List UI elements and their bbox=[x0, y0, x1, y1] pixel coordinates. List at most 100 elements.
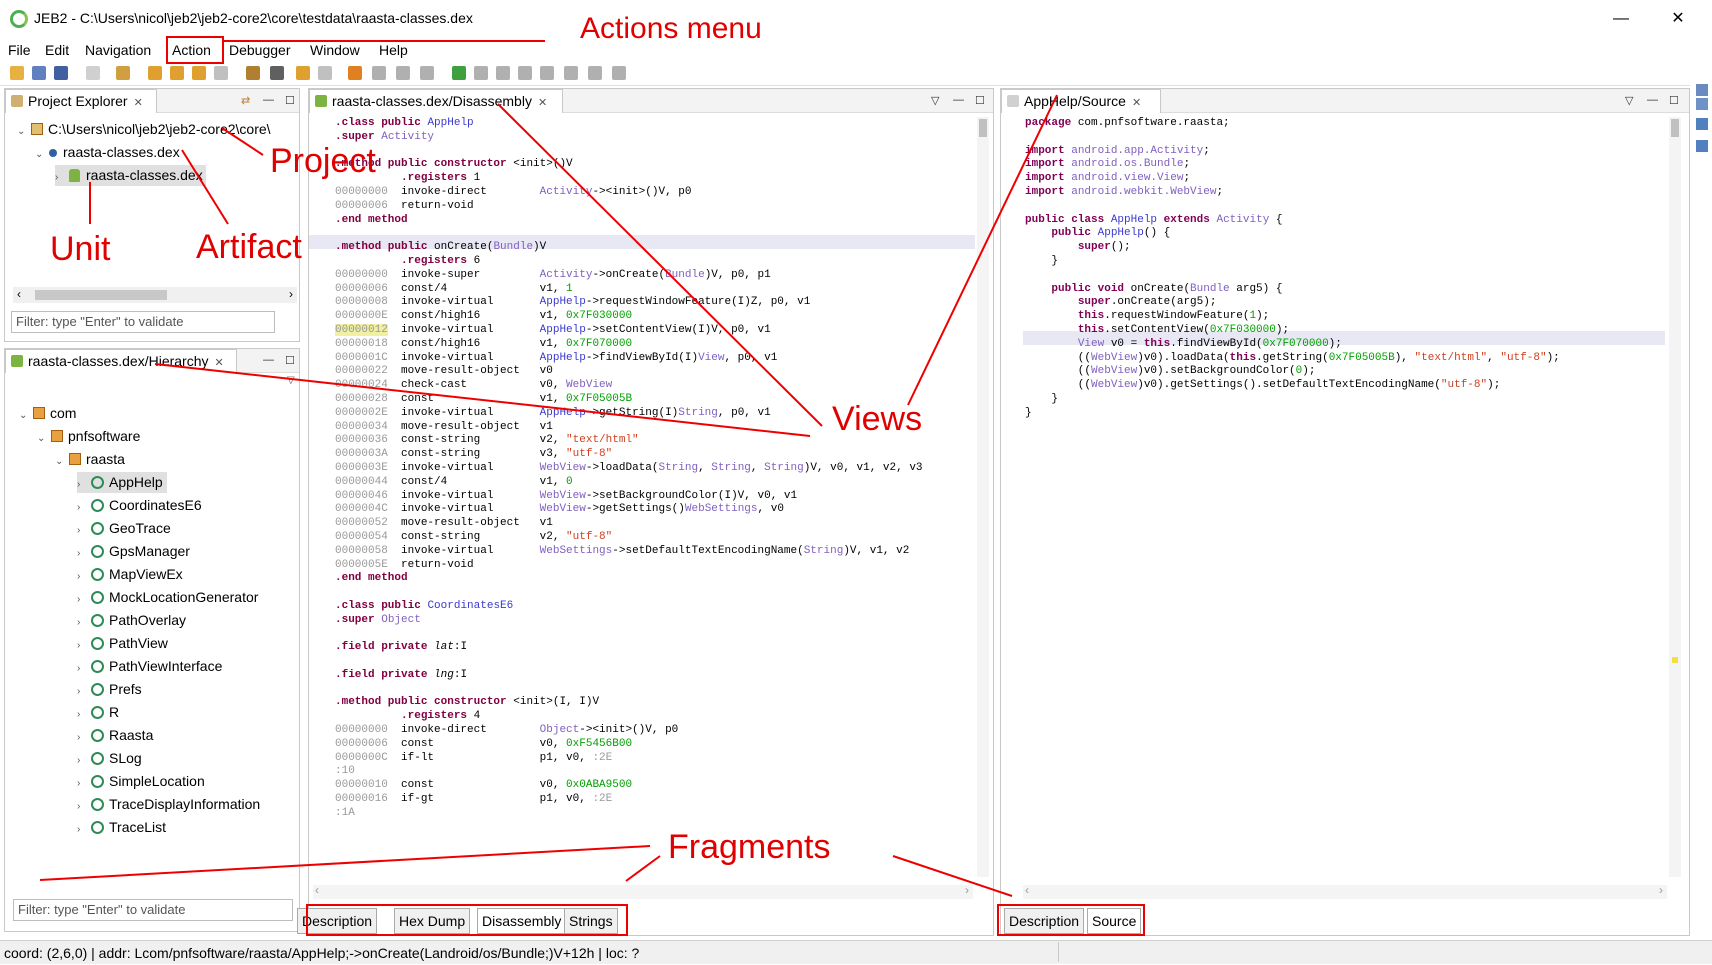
pause-icon[interactable] bbox=[496, 66, 510, 80]
structure-icon[interactable] bbox=[348, 66, 362, 80]
menu-file[interactable]: File bbox=[8, 42, 31, 58]
tree-class[interactable]: ›SLog bbox=[77, 750, 142, 766]
vertical-scrollbar[interactable] bbox=[977, 117, 989, 877]
comment-icon[interactable] bbox=[270, 66, 284, 80]
tree-package[interactable]: ⌄com bbox=[19, 405, 77, 421]
sync-icon[interactable]: ⇄ bbox=[241, 95, 251, 107]
close-tab-icon[interactable]: ✕ bbox=[1131, 97, 1142, 109]
view-menu-icon[interactable]: ▽ bbox=[1625, 95, 1634, 107]
step-over-icon[interactable] bbox=[564, 66, 578, 80]
forward-icon[interactable] bbox=[214, 66, 228, 80]
project-filter-input[interactable]: Filter: type "Enter" to validate bbox=[11, 311, 275, 333]
minimize-view-icon[interactable]: — bbox=[263, 94, 274, 106]
run-to-line-icon[interactable] bbox=[612, 66, 626, 80]
tree-class[interactable]: ›CoordinatesE6 bbox=[77, 497, 202, 513]
explorer-icon bbox=[11, 95, 23, 107]
tree-class[interactable]: ›PathViewInterface bbox=[77, 658, 223, 674]
stop-icon[interactable] bbox=[518, 66, 532, 80]
tree-package[interactable]: ⌄raasta bbox=[55, 451, 125, 467]
wrench-icon[interactable] bbox=[54, 66, 68, 80]
tree-class[interactable]: ›R bbox=[77, 704, 120, 720]
tab-disassembly[interactable]: raasta-classes.dex/Disassembly✕ bbox=[309, 89, 563, 113]
tree-class[interactable]: ›TraceList bbox=[77, 819, 167, 835]
menu-window[interactable]: Window bbox=[310, 42, 360, 58]
fragment-tab-disassembly[interactable]: Disassembly bbox=[477, 908, 567, 934]
hierarchy-filter-input[interactable]: Filter: type "Enter" to validate bbox=[13, 899, 293, 921]
close-tab-icon[interactable]: ✕ bbox=[214, 357, 224, 369]
step-return-icon[interactable] bbox=[588, 66, 602, 80]
disassembly-code[interactable]: .class public AppHelp .super Activity .m… bbox=[335, 117, 923, 819]
horizontal-scrollbar[interactable]: ‹ › bbox=[1023, 883, 1667, 899]
tree-class-selected[interactable]: ›AppHelp bbox=[77, 472, 167, 493]
view-menu-icon[interactable]: ▽ bbox=[287, 375, 295, 386]
close-button[interactable]: ✕ bbox=[1671, 10, 1685, 27]
menu-help[interactable]: Help bbox=[379, 42, 408, 58]
source-code[interactable]: package com.pnfsoftware.raasta; import a… bbox=[1025, 117, 1560, 419]
back-jump-icon[interactable] bbox=[170, 66, 184, 80]
maximize-view-icon[interactable]: ☐ bbox=[975, 95, 985, 107]
tree-class[interactable]: ›TraceDisplayInformation bbox=[77, 796, 261, 812]
minimize-view-icon[interactable]: — bbox=[1647, 94, 1658, 106]
vertical-scrollbar[interactable] bbox=[1669, 117, 1681, 877]
fragment-tab-source[interactable]: Source bbox=[1087, 908, 1142, 934]
tab-project-explorer[interactable]: Project Explorer✕ bbox=[5, 89, 157, 113]
tree-class[interactable]: ›GpsManager bbox=[77, 543, 190, 559]
view-menu-icon[interactable]: ▽ bbox=[931, 95, 940, 107]
outline-icon[interactable] bbox=[1696, 118, 1708, 130]
convert-icon[interactable] bbox=[396, 66, 410, 80]
fragment-tab-hex-dump[interactable]: Hex Dump bbox=[394, 908, 471, 934]
minimize-view-icon[interactable]: — bbox=[263, 354, 274, 366]
tree-class[interactable]: ›PathView bbox=[77, 635, 168, 651]
min-icon[interactable] bbox=[1696, 98, 1708, 110]
minimize-button[interactable]: — bbox=[1613, 10, 1629, 27]
jump-icon[interactable] bbox=[148, 66, 162, 80]
tree-class[interactable]: ›MockLocationGenerator bbox=[77, 589, 259, 605]
tree-item-unit[interactable]: ›raasta-classes.dex bbox=[55, 165, 206, 186]
maximize-view-icon[interactable]: ☐ bbox=[285, 95, 295, 107]
tree-class[interactable]: ›PathOverlay bbox=[77, 612, 187, 628]
debug-icon[interactable] bbox=[452, 66, 466, 80]
close-tab-icon[interactable]: ✕ bbox=[537, 97, 548, 109]
step-into-icon[interactable] bbox=[540, 66, 554, 80]
scroll-thumb[interactable] bbox=[35, 290, 167, 300]
rename-icon[interactable] bbox=[296, 66, 310, 80]
folder-icon bbox=[31, 123, 43, 135]
back-icon[interactable] bbox=[192, 66, 206, 80]
fragment-tab-strings[interactable]: Strings bbox=[564, 908, 618, 934]
tab-source[interactable]: AppHelp/Source✕ bbox=[1001, 89, 1161, 113]
close-tab-icon[interactable]: ✕ bbox=[133, 97, 143, 109]
minimize-view-icon[interactable]: — bbox=[953, 94, 964, 106]
tree-item-project[interactable]: ⌄C:\Users\nicol\jeb2\jeb2-core2\core\ bbox=[17, 121, 271, 137]
tree-item-artifact[interactable]: ⌄raasta-classes.dex bbox=[35, 144, 180, 160]
run-icon[interactable] bbox=[474, 66, 488, 80]
grid-icon[interactable] bbox=[372, 66, 386, 80]
horizontal-scrollbar[interactable]: ‹ › bbox=[313, 883, 973, 899]
maximize-view-icon[interactable]: ☐ bbox=[285, 355, 295, 367]
tree-class[interactable]: ›Prefs bbox=[77, 681, 142, 697]
tree-class[interactable]: ›GeoTrace bbox=[77, 520, 171, 536]
fragment-tab-description[interactable]: Description bbox=[1004, 908, 1085, 934]
tree-package[interactable]: ⌄pnfsoftware bbox=[37, 428, 141, 444]
menu-navigation[interactable]: Navigation bbox=[85, 42, 152, 58]
horizontal-scrollbar[interactable]: ‹ › bbox=[13, 287, 297, 303]
annotation-views: Views bbox=[832, 400, 923, 438]
type-icon[interactable] bbox=[318, 66, 332, 80]
save-icon[interactable] bbox=[32, 66, 46, 80]
tree-class[interactable]: ›SimpleLocation bbox=[77, 773, 205, 789]
restore-icon[interactable] bbox=[1696, 84, 1708, 96]
menu-debugger[interactable]: Debugger bbox=[229, 42, 291, 58]
tree-class[interactable]: ›MapViewEx bbox=[77, 566, 183, 582]
project-explorer-panel: Project Explorer✕ ⇄ — ☐ ⌄C:\Users\nicol\… bbox=[4, 88, 300, 342]
tree-class[interactable]: ›Raasta bbox=[77, 727, 154, 743]
fragment-tab-description[interactable]: Description bbox=[297, 908, 378, 934]
console-icon[interactable] bbox=[1696, 140, 1708, 152]
menu-action[interactable]: Action bbox=[172, 42, 211, 58]
menu-edit[interactable]: Edit bbox=[45, 42, 70, 58]
class-icon bbox=[91, 798, 104, 811]
refs-icon[interactable] bbox=[246, 66, 260, 80]
align-icon[interactable] bbox=[420, 66, 434, 80]
warning-icon[interactable] bbox=[86, 66, 100, 80]
maximize-view-icon[interactable]: ☐ bbox=[1669, 95, 1679, 107]
new-icon[interactable] bbox=[116, 66, 130, 80]
open-icon[interactable] bbox=[10, 66, 24, 80]
